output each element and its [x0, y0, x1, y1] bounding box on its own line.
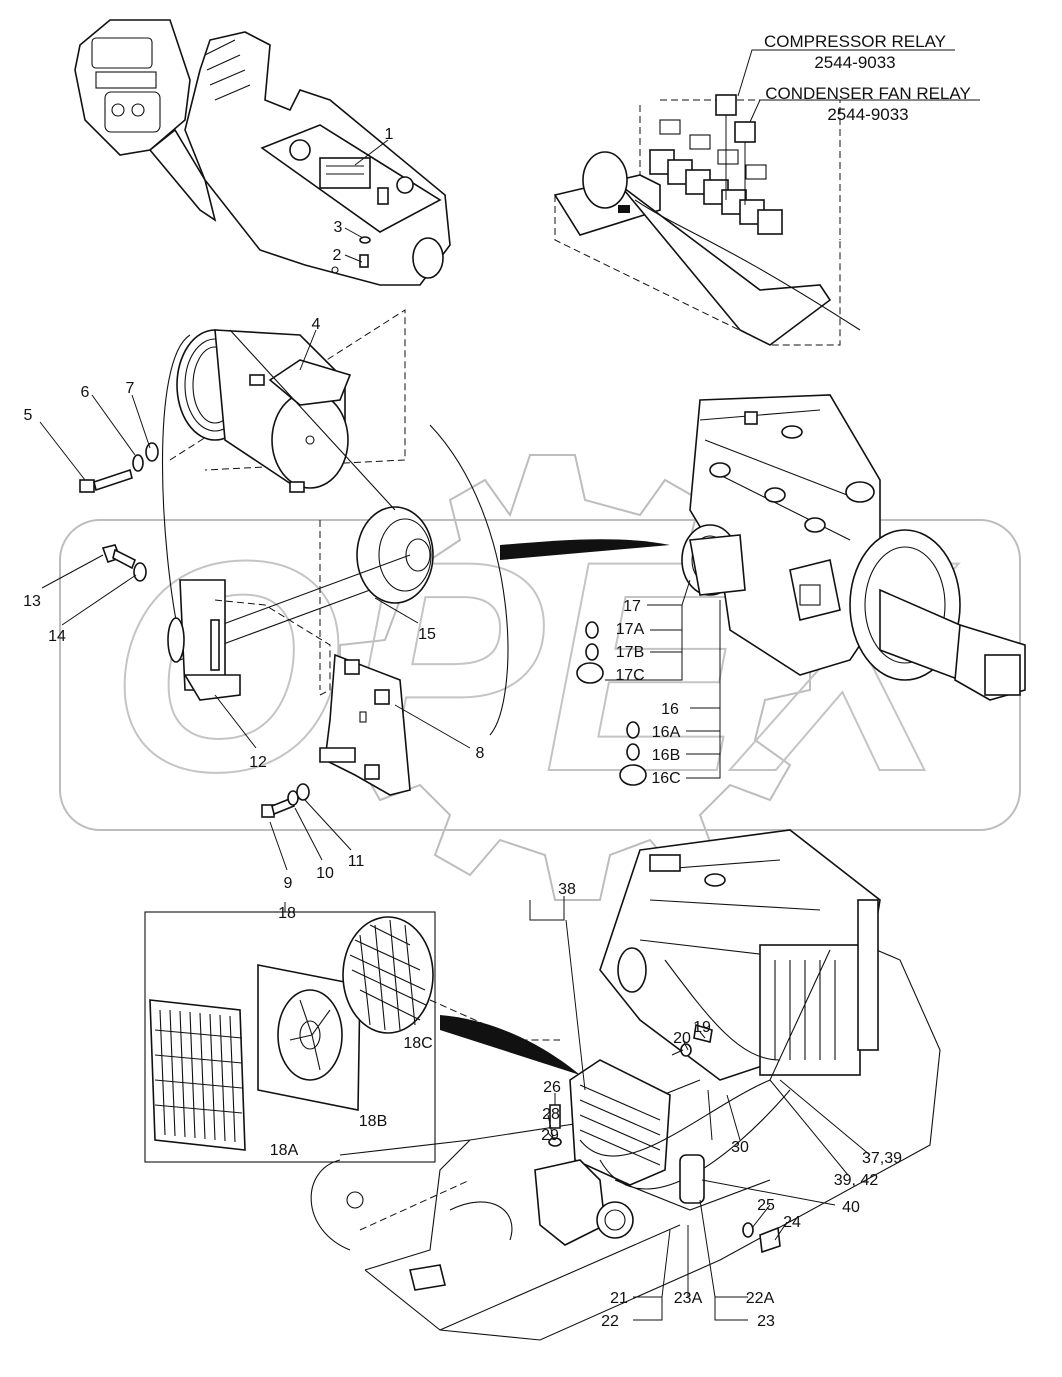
callout: 20 — [673, 1030, 691, 1047]
callout: 24 — [783, 1214, 801, 1231]
callout: 25 — [757, 1197, 775, 1214]
control-console — [74, 19, 451, 286]
callout: 21 — [610, 1290, 628, 1307]
callout: 16A — [652, 724, 681, 741]
callout-labels: 1 2 3 4 5 6 7 8 9 10 11 12 13 14 15 16 1… — [23, 126, 902, 1330]
bolt-set-9-11 — [261, 783, 310, 818]
callout: 22A — [746, 1290, 775, 1307]
callout: 40 — [842, 1199, 860, 1216]
cap-16c-icon — [619, 764, 647, 786]
callout: 1 — [385, 126, 394, 143]
callout: 16C — [651, 770, 680, 787]
bolt-set-13-14 — [101, 544, 147, 582]
seal-icons — [576, 621, 647, 786]
bolt-set-5-7 — [79, 442, 159, 493]
callout: 39, 42 — [834, 1172, 879, 1189]
callout: 18B — [359, 1113, 387, 1130]
relay-panel — [553, 94, 861, 346]
compressor-relay-title: COMPRESSOR RELAY — [764, 32, 946, 51]
compressor-relay-part-number: 2544-9033 — [814, 53, 895, 72]
callout: 8 — [476, 745, 485, 762]
callout: 23 — [757, 1313, 775, 1330]
o-ring-17a-icon — [585, 621, 599, 639]
condenser-detail-box — [144, 911, 580, 1163]
callout: 29 — [541, 1127, 559, 1144]
condenser-fan-relay-part-number: 2544-9033 — [827, 105, 908, 124]
callout: 10 — [316, 865, 334, 882]
callout: 19 — [693, 1019, 711, 1036]
callout: 9 — [284, 875, 293, 892]
callout: 12 — [249, 754, 267, 771]
leader-lines — [39, 139, 871, 1321]
callout: 6 — [81, 384, 90, 401]
callout: 17B — [616, 644, 644, 661]
compressor-switch — [319, 157, 371, 189]
condenser-fan-relay — [734, 121, 756, 143]
callout: 22 — [601, 1313, 619, 1330]
callout: 16B — [652, 747, 680, 764]
compressor-relay — [715, 94, 737, 116]
callout: 17A — [616, 621, 645, 638]
callout: 4 — [312, 316, 321, 333]
compressor-assembly — [162, 309, 670, 796]
radiator — [759, 944, 861, 1076]
callout: 17C — [615, 667, 644, 684]
callout: 18A — [270, 1142, 299, 1159]
callout: 37,39 — [862, 1150, 902, 1167]
callout: 18C — [403, 1035, 432, 1052]
condenser-fan-relay-title: CONDENSER FAN RELAY — [765, 84, 971, 103]
o-ring-17b-icon — [585, 643, 599, 661]
callout: 16 — [661, 701, 679, 718]
o-ring-16a-icon — [626, 721, 640, 739]
callout: 38 — [558, 881, 576, 898]
callout: 7 — [126, 380, 135, 397]
engine-block — [681, 394, 1026, 701]
callout: 3 — [334, 219, 343, 236]
engine-lower — [599, 829, 881, 1081]
relay-block — [649, 119, 783, 235]
callout: 11 — [348, 853, 365, 870]
crank-pulley — [356, 506, 434, 604]
callout: 18 — [278, 905, 296, 922]
callout: 30 — [731, 1139, 749, 1156]
callout: 17 — [623, 598, 641, 615]
ac-lines — [534, 949, 831, 1254]
callout: 5 — [24, 407, 33, 424]
o-ring-16b-icon — [626, 743, 640, 761]
fan-guard — [342, 916, 434, 1034]
callout: 14 — [48, 628, 66, 645]
callout: 2 — [333, 247, 342, 264]
callout: 15 — [418, 626, 436, 643]
heater-unit — [534, 1159, 606, 1246]
callout: 26 — [543, 1079, 561, 1096]
callout: 13 — [23, 593, 41, 610]
callout: 28 — [542, 1106, 560, 1123]
receiver-drier — [679, 1154, 705, 1204]
callout: 23A — [674, 1290, 703, 1307]
cap-17c-icon — [576, 662, 604, 684]
